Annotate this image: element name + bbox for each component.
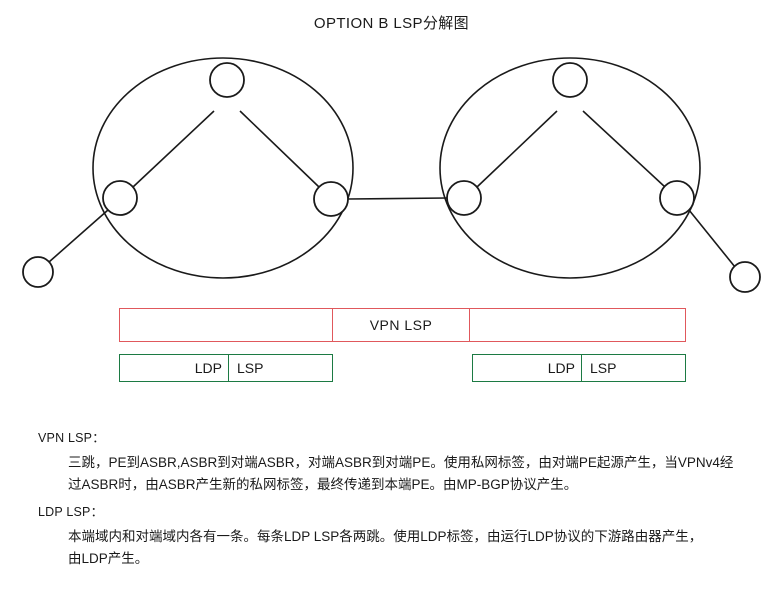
vpn-lsp-segment-right bbox=[470, 309, 685, 341]
right-as-cloud bbox=[440, 58, 700, 278]
link-left-pe-to-p bbox=[132, 110, 215, 188]
ldp-lsp-bar-right: LDP LSP bbox=[472, 354, 686, 382]
notes-section: VPN LSP： 三跳，PE到ASBR,ASBR到对端ASBR，对端ASBR到对… bbox=[38, 431, 764, 580]
link-right-p-to-pe bbox=[582, 110, 666, 188]
network-topology bbox=[22, 40, 761, 293]
note-vpn-lsp-body: 三跳，PE到ASBR,ASBR到对端ASBR，对端ASBR到对端PE。使用私网标… bbox=[38, 452, 764, 496]
note-ldp-lsp-line-2: 由LDP产生。 bbox=[68, 550, 149, 566]
note-vpn-lsp-line-2: 过ASBR时，由ASBR产生新的私网标签，最终传递到本端PE。由MP-BGP协议… bbox=[68, 476, 578, 492]
page-title: OPTION B LSP分解图 bbox=[313, 15, 470, 32]
note-vpn-lsp-heading: VPN LSP： bbox=[38, 431, 105, 445]
node-left-p bbox=[209, 62, 245, 98]
vpn-lsp-bar: VPN LSP bbox=[119, 308, 686, 342]
ldp-lsp-right-label-ldp: LDP bbox=[473, 355, 582, 381]
node-right-p bbox=[552, 62, 588, 98]
note-vpn-lsp: VPN LSP： 三跳，PE到ASBR,ASBR到对端ASBR，对端ASBR到对… bbox=[38, 431, 764, 496]
note-ldp-lsp: LDP LSP： 本端域内和对端域内各有一条。每条LDP LSP各两跳。使用LD… bbox=[38, 504, 764, 570]
lsp-bars: VPN LSP LDP LSP LDP LSP bbox=[0, 300, 783, 390]
ldp-lsp-left-label-ldp: LDP bbox=[120, 355, 229, 381]
ldp-lsp-right-label-lsp: LSP bbox=[590, 360, 617, 376]
left-as-cloud bbox=[93, 58, 353, 278]
node-right-pe bbox=[659, 180, 695, 216]
link-right-pe-to-ce bbox=[688, 209, 736, 268]
note-vpn-lsp-line-1: 三跳，PE到ASBR,ASBR到对端ASBR，对端ASBR到对端PE。使用私网标… bbox=[68, 455, 734, 471]
vpn-lsp-segment-left bbox=[120, 309, 334, 341]
note-ldp-lsp-body: 本端域内和对端域内各有一条。每条LDP LSP各两跳。使用LDP标签，由运行LD… bbox=[38, 526, 764, 570]
link-left-p-to-asbr bbox=[239, 110, 320, 188]
node-left-asbr bbox=[313, 181, 349, 217]
note-ldp-lsp-line-1: 本端域内和对端域内各有一条。每条LDP LSP各两跳。使用LDP标签，由运行LD… bbox=[68, 528, 703, 544]
node-right-ce bbox=[729, 261, 761, 293]
vpn-lsp-segment-middle: VPN LSP bbox=[333, 309, 470, 341]
link-left-ce-to-pe bbox=[48, 209, 109, 263]
ldp-lsp-left-label-lsp: LSP bbox=[237, 360, 264, 376]
node-left-ce bbox=[22, 256, 54, 288]
node-right-asbr bbox=[446, 180, 482, 216]
note-ldp-lsp-heading: LDP LSP： bbox=[38, 504, 104, 519]
link-right-asbr-to-p bbox=[476, 110, 558, 188]
link-asbr-to-asbr bbox=[347, 197, 448, 200]
ldp-lsp-bar-left: LDP LSP bbox=[119, 354, 333, 382]
node-left-pe bbox=[102, 180, 138, 216]
